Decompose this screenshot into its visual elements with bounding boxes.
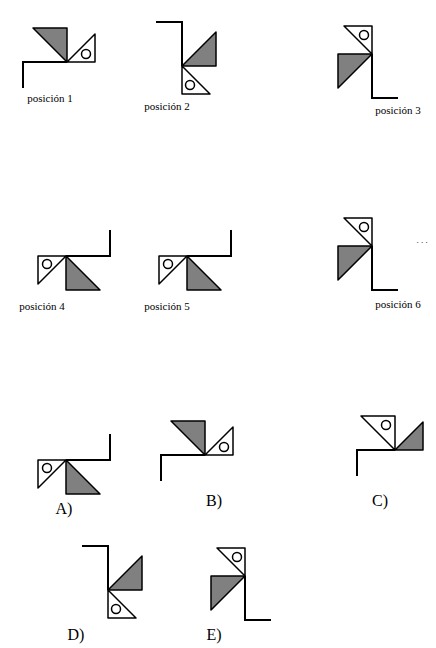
option-letter: E) <box>206 626 221 644</box>
option-letter: B) <box>206 492 222 510</box>
bird-figure <box>156 22 216 94</box>
position-label: posición 5 <box>144 300 190 312</box>
bird-figure <box>357 416 423 476</box>
bird-figure <box>338 26 398 98</box>
bird-figure <box>159 230 231 290</box>
bird-figure <box>338 218 398 290</box>
position-label: posición 6 <box>375 298 421 310</box>
ellipsis-mark: . . . <box>416 236 427 246</box>
bird-figure <box>38 230 110 290</box>
position-label: posición 2 <box>144 100 190 112</box>
position-label: posición 3 <box>375 104 421 116</box>
position-label: posición 4 <box>19 300 65 312</box>
position-label: posición 1 <box>27 92 73 104</box>
bird-figure <box>211 548 271 620</box>
bird-figure <box>23 28 95 88</box>
bird-figure <box>82 546 142 618</box>
option-letter: A) <box>56 500 73 518</box>
bird-figure <box>38 434 110 494</box>
option-letter: D) <box>68 626 85 644</box>
bird-figure <box>161 421 233 481</box>
option-letter: C) <box>372 492 388 510</box>
